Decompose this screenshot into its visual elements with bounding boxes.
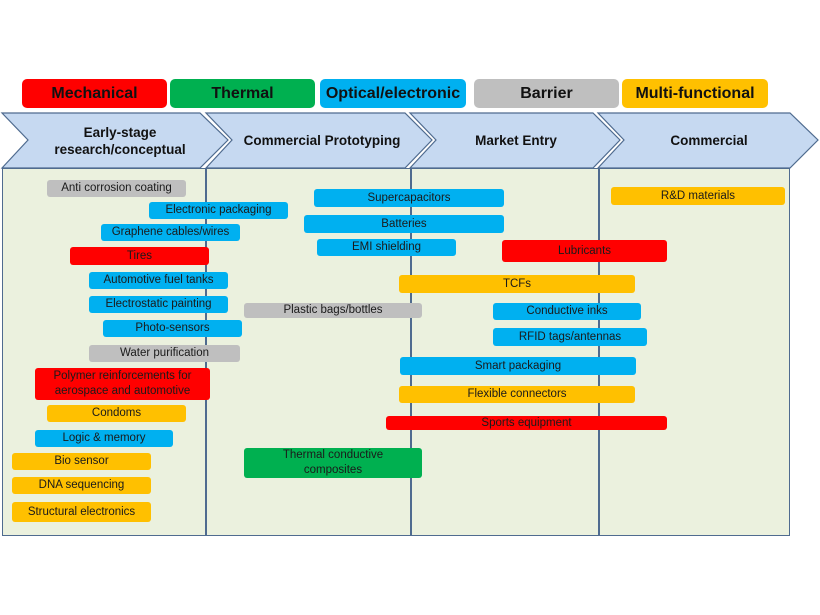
legend-optical-electronic: Optical/electronic [320, 79, 466, 108]
app-rd-materials: R&D materials [611, 187, 785, 205]
app-graphene-cables: Graphene cables/wires [101, 224, 240, 241]
app-lubricants: Lubricants [502, 240, 667, 262]
stage-commercial: Commercial [670, 133, 748, 148]
app-structural-electronics: Structural electronics [12, 502, 151, 522]
app-tires: Tires [70, 247, 209, 265]
app-tcfs: TCFs [399, 275, 635, 293]
app-electronic-packaging: Electronic packaging [149, 202, 288, 219]
app-smart-packaging: Smart packaging [400, 357, 636, 375]
app-supercapacitors: Supercapacitors [314, 189, 504, 207]
stage-early-research: Early-stage research/conceptual [54, 124, 186, 157]
app-polymer-reinforcements: Polymer reinforcements for aerospace and… [35, 368, 210, 400]
app-plastic-bags-bottles: Plastic bags/bottles [244, 303, 422, 318]
app-automotive-fuel-tanks: Automotive fuel tanks [89, 272, 228, 289]
stage-divider [410, 168, 412, 536]
stage-market-entry: Market Entry [475, 133, 557, 148]
app-anti-corrosion-coating: Anti corrosion coating [47, 180, 186, 197]
app-flexible-connectors: Flexible connectors [399, 386, 635, 403]
legend-multi-functional: Multi-functional [622, 79, 768, 108]
app-batteries: Batteries [304, 215, 504, 233]
app-water-purification: Water purification [89, 345, 240, 362]
app-thermal-conductive-composites: Thermal conductive composites [244, 448, 422, 478]
legend-mechanical: Mechanical [22, 79, 167, 108]
app-bio-sensor: Bio sensor [12, 453, 151, 470]
legend-thermal: Thermal [170, 79, 315, 108]
legend-barrier: Barrier [474, 79, 619, 108]
stage-commercial-prototyping: Commercial Prototyping [243, 133, 401, 148]
app-condoms: Condoms [47, 405, 186, 422]
app-rfid-tags: RFID tags/antennas [493, 328, 647, 346]
chevron-stage-4 [596, 112, 819, 169]
app-electrostatic-painting: Electrostatic painting [89, 296, 228, 313]
app-dna-sequencing: DNA sequencing [12, 477, 151, 494]
app-conductive-inks: Conductive inks [493, 303, 641, 320]
app-emi-shielding: EMI shielding [317, 239, 456, 256]
app-sports-equipment: Sports equipment [386, 416, 667, 430]
app-logic-memory: Logic & memory [35, 430, 173, 447]
stage-divider [598, 168, 600, 536]
app-photo-sensors: Photo-sensors [103, 320, 242, 337]
